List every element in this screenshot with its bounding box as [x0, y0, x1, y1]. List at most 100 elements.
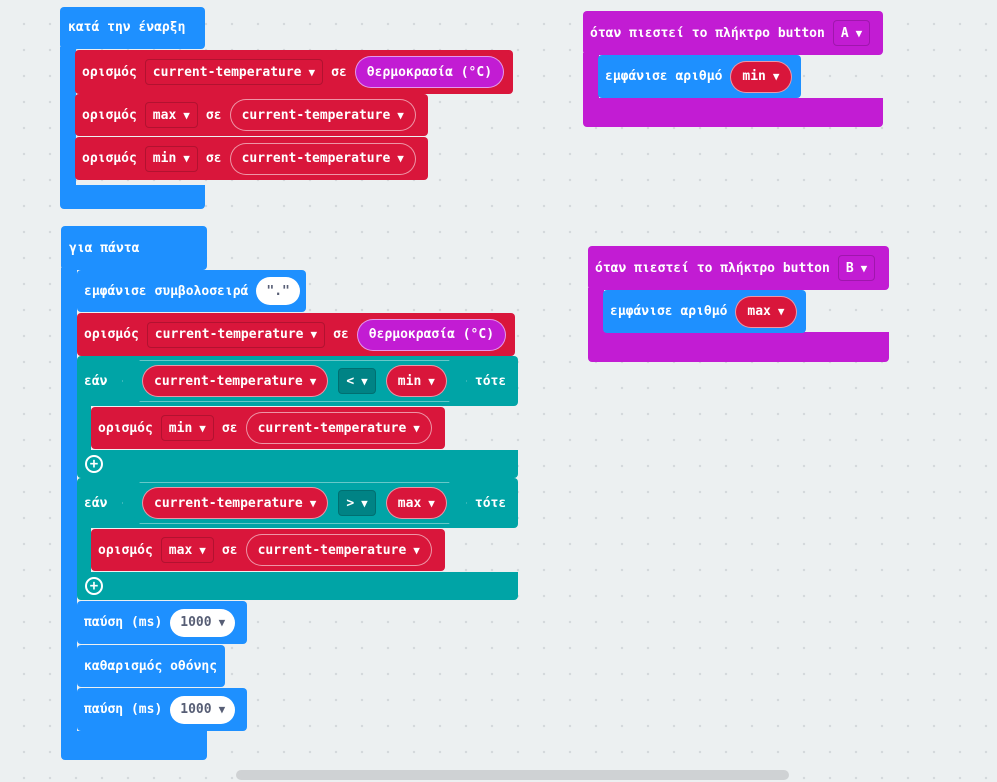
add-else-icon[interactable]: + — [85, 455, 103, 473]
set-label: ορισμός — [82, 64, 137, 80]
caret-down-icon: ▼ — [309, 374, 317, 388]
then-label: τότε — [474, 373, 507, 389]
on-button-a-foot — [583, 98, 883, 127]
forever-hat[interactable]: για πάντα — [61, 226, 207, 270]
variable-reporter[interactable]: current-temperature▼ — [229, 99, 416, 131]
caret-down-icon: ▼ — [428, 374, 435, 388]
on-start-arm — [60, 47, 76, 187]
set-label: ορισμός — [98, 420, 153, 436]
caret-down-icon: ▼ — [361, 496, 368, 510]
forever-label: για πάντα — [69, 241, 140, 256]
pause-duration-dropdown[interactable]: 1000▼ — [170, 608, 236, 637]
forever-foot — [61, 731, 207, 760]
set-min-statement[interactable]: ορισμός min▼ σε current-temperature▼ — [75, 137, 428, 180]
variable-reporter[interactable]: current-temperature▼ — [245, 534, 432, 566]
on-start-hat[interactable]: κατά την έναρξη — [60, 7, 205, 49]
on-button-b-hat[interactable]: όταν πιεστεί το πλήκτρο button B▼ — [588, 246, 889, 290]
pause-statement[interactable]: παύση (ms) 1000▼ — [77, 688, 247, 731]
variable-reporter[interactable]: current-temperature▼ — [245, 412, 432, 444]
variable-reporter[interactable]: current-temperature▼ — [229, 142, 416, 175]
to-label: σε — [205, 151, 222, 166]
show-string-label: εμφάνισε συμβολοσειρά — [84, 283, 249, 299]
variable-dropdown[interactable]: current-temperature▼ — [144, 59, 324, 85]
set-label: ορισμός — [98, 542, 153, 558]
operator-dropdown[interactable]: >▼ — [338, 490, 375, 516]
show-number-label: εμφάνισε αριθμό — [610, 304, 728, 319]
pause-label: παύση (ms) — [84, 702, 163, 717]
if-header[interactable]: εάν current-temperature▼ >▼ max▼ τότε — [77, 478, 518, 528]
variable-reporter[interactable]: current-temperature▼ — [142, 487, 328, 519]
forever-arm — [61, 268, 77, 738]
to-label: σε — [333, 327, 349, 342]
set-label: ορισμός — [82, 151, 137, 166]
set-min-statement[interactable]: ορισμός min▼ σε current-temperature▼ — [91, 407, 445, 449]
caret-down-icon: ▼ — [218, 616, 226, 629]
if-foot — [77, 450, 518, 478]
caret-down-icon: ▼ — [413, 421, 420, 435]
if-label: εάν — [84, 373, 108, 389]
on-button-a-hat[interactable]: όταν πιεστεί το πλήκτρο button A▼ — [583, 11, 883, 55]
then-label: τότε — [474, 495, 507, 511]
comparison-condition[interactable]: current-temperature▼ <▼ min▼ — [122, 360, 467, 402]
to-label: σε — [221, 542, 238, 558]
set-max-statement[interactable]: ορισμός max▼ σε current-temperature▼ — [75, 94, 428, 136]
variable-dropdown[interactable]: max▼ — [144, 102, 198, 128]
show-number-statement[interactable]: εμφάνισε αριθμό min▼ — [598, 55, 801, 98]
horizontal-scrollbar[interactable] — [236, 770, 789, 780]
if-header[interactable]: εάν current-temperature▼ <▼ min▼ τότε — [77, 356, 518, 406]
to-label: σε — [331, 64, 347, 80]
on-start-label: κατά την έναρξη — [68, 20, 186, 35]
pause-duration-dropdown[interactable]: 1000▼ — [170, 695, 236, 724]
show-number-label: εμφάνισε αριθμό — [605, 69, 723, 84]
on-button-b-foot — [588, 332, 889, 362]
pause-statement[interactable]: παύση (ms) 1000▼ — [77, 601, 247, 644]
caret-down-icon: ▼ — [199, 421, 206, 435]
caret-down-icon: ▼ — [428, 496, 435, 510]
variable-reporter[interactable]: min▼ — [386, 365, 447, 397]
caret-down-icon: ▼ — [777, 305, 785, 318]
if-block-less-than[interactable]: εάν current-temperature▼ <▼ min▼ τότε + — [77, 356, 518, 478]
set-current-temperature-statement[interactable]: ορισμός current-temperature▼ σε θερμοκρα… — [75, 50, 513, 94]
caret-down-icon: ▼ — [397, 108, 404, 122]
variable-dropdown[interactable]: max▼ — [160, 537, 214, 563]
caret-down-icon: ▼ — [199, 543, 206, 557]
variable-reporter[interactable]: current-temperature▼ — [142, 365, 328, 397]
on-button-b-block[interactable]: όταν πιεστεί το πλήκτρο button B▼ — [588, 246, 889, 362]
variable-reporter[interactable]: max▼ — [735, 295, 797, 328]
set-current-temperature-statement[interactable]: ορισμός current-temperature▼ σε θερμοκρα… — [77, 313, 515, 356]
set-max-statement[interactable]: ορισμός max▼ σε current-temperature▼ — [91, 529, 445, 571]
show-string-statement[interactable]: εμφάνισε συμβολοσειρά "." — [77, 270, 306, 312]
clear-screen-statement[interactable]: καθαρισμός οθόνης — [77, 645, 225, 687]
forever-block[interactable]: για πάντα — [61, 226, 207, 760]
string-input[interactable]: "." — [256, 277, 300, 305]
to-label: σε — [221, 420, 238, 436]
add-else-icon[interactable]: + — [85, 577, 103, 595]
on-button-a-block[interactable]: όταν πιεστεί το πλήκτρο button A▼ — [583, 11, 883, 127]
set-label: ορισμός — [84, 327, 139, 342]
on-button-b-arm — [588, 288, 604, 338]
on-button-label: όταν πιεστεί το πλήκτρο button — [595, 260, 830, 276]
button-dropdown[interactable]: B▼ — [837, 255, 876, 281]
variable-dropdown[interactable]: min▼ — [160, 415, 214, 441]
show-number-statement[interactable]: εμφάνισε αριθμό max▼ — [603, 290, 806, 333]
operator-dropdown[interactable]: <▼ — [338, 368, 375, 394]
caret-down-icon: ▼ — [860, 261, 868, 275]
caret-down-icon: ▼ — [218, 703, 226, 716]
on-start-block[interactable]: κατά την έναρξη — [60, 7, 205, 209]
variable-reporter[interactable]: max▼ — [386, 487, 447, 519]
if-arm — [77, 526, 91, 574]
caret-down-icon: ▼ — [309, 496, 317, 510]
comparison-condition[interactable]: current-temperature▼ >▼ max▼ — [122, 482, 467, 524]
variable-dropdown[interactable]: current-temperature▼ — [146, 321, 326, 348]
on-button-a-arm — [583, 53, 599, 103]
if-foot — [77, 572, 518, 600]
if-block-greater-than[interactable]: εάν current-temperature▼ >▼ max▼ τότε + — [77, 478, 518, 600]
temperature-reporter[interactable]: θερμοκρασία (°C) — [356, 318, 507, 351]
variable-reporter[interactable]: min▼ — [730, 60, 792, 93]
temperature-reporter[interactable]: θερμοκρασία (°C) — [354, 56, 505, 88]
variable-dropdown[interactable]: min▼ — [144, 145, 198, 172]
button-dropdown[interactable]: A▼ — [832, 20, 871, 46]
on-start-foot — [60, 185, 205, 209]
caret-down-icon: ▼ — [183, 152, 190, 165]
clear-screen-label: καθαρισμός οθόνης — [84, 658, 218, 674]
